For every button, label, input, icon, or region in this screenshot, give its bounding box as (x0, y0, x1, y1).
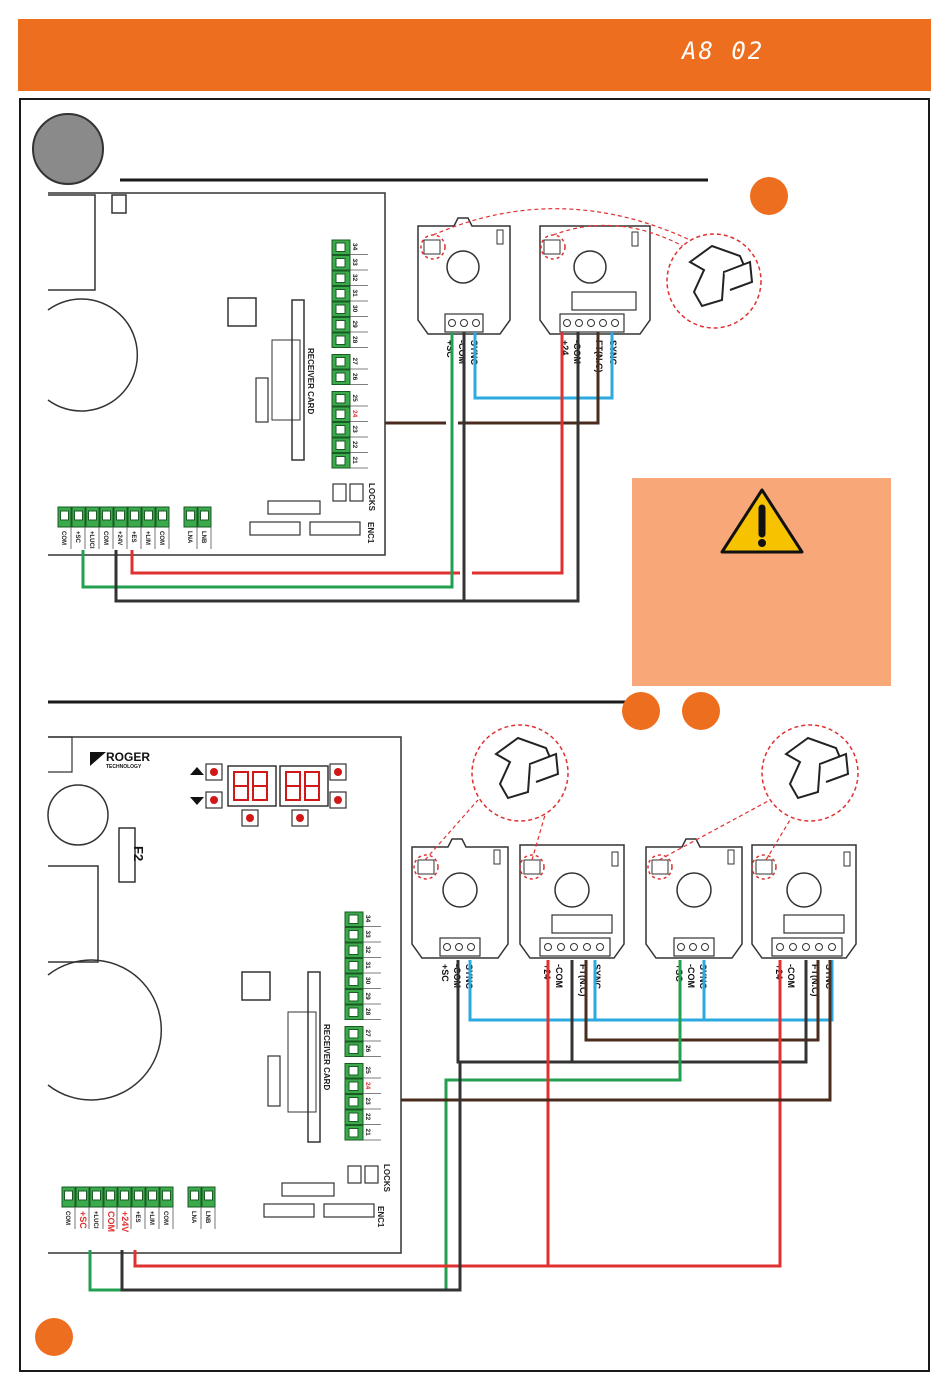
top-wiring (81, 332, 614, 603)
terminal-label-21: 21 (351, 457, 358, 465)
step-marker-b1 (622, 692, 660, 730)
bottom-terminal-label-2: +LUCI (92, 1211, 98, 1229)
terminal-label-24: 24 (364, 1082, 371, 1090)
step-marker-b2 (682, 692, 720, 730)
rx-1-com: -COM (554, 964, 564, 988)
top-rx-24: +24 (560, 340, 570, 355)
tx-2-com: -COM (686, 964, 696, 988)
bottom-terminal-label-4: +24V (120, 1211, 130, 1232)
bottom-terminal-label-2: +LUCI (88, 531, 94, 549)
terminal-label-23: 23 (351, 426, 358, 434)
bottom-terminal-label-6: +LIM (148, 1211, 154, 1225)
terminal-label-25: 25 (351, 395, 358, 403)
terminal-label-27: 27 (351, 358, 358, 366)
rx-2-ft: FT(N.C) (810, 964, 820, 997)
rx-1-sync: SYNC (592, 964, 602, 990)
bottom-terminal-label-7: COM (162, 1211, 168, 1225)
terminal-label-27: 27 (364, 1030, 371, 1038)
warning-box (632, 478, 891, 686)
bottom-terminal-label-0: COM (64, 1211, 70, 1225)
terminal-label-24: 24 (351, 410, 358, 418)
terminal-label-34: 34 (351, 243, 358, 251)
brand-sub: TECHNOLOGY (106, 764, 142, 770)
terminal-label-23: 23 (364, 1098, 371, 1106)
terminal-label-32: 32 (351, 274, 358, 282)
rx-2-com: -COM (786, 964, 796, 988)
bottom-terminal-label-7: COM (158, 531, 164, 545)
bottom-wiring (88, 960, 834, 1292)
terminal-label-28: 28 (364, 1008, 371, 1016)
top-enc-label: ENC1 (366, 522, 375, 544)
bottom-jumper-callout-left (424, 724, 569, 861)
top-locks-label: LOCKS (367, 483, 376, 512)
bottom-terminal-label-0: COM (60, 531, 66, 545)
terminal-label-29: 29 (364, 993, 371, 1001)
top-right-terminal-block: 34 33 32 31 30 29 28 27 26 25 24 23 22 21 (331, 239, 368, 469)
top-jumper-callout (432, 208, 762, 329)
terminal-label-26: 26 (364, 1045, 371, 1053)
header-bar: A8 02 (18, 19, 931, 91)
terminal-label-29: 29 (351, 321, 358, 329)
terminal-label-26: 26 (351, 373, 358, 381)
terminal-label-31: 31 (351, 290, 358, 298)
terminal-label-22: 22 (364, 1113, 371, 1121)
top-tx-sc: +SC (445, 340, 455, 358)
section-marker-grey (32, 113, 104, 185)
top-receiver-label: RECEIVER CARD (306, 348, 315, 414)
terminal-label-25: 25 (364, 1067, 371, 1075)
terminal-label-34: 34 (364, 915, 371, 923)
terminal-label-28: 28 (351, 336, 358, 344)
bottom-terminal-label-9: LNB (204, 1211, 210, 1224)
bottom-terminal-label-6: +LIM (144, 531, 150, 545)
terminal-label-32: 32 (364, 946, 371, 954)
terminal-label-30: 30 (364, 977, 371, 985)
step-marker-bottom (35, 1318, 73, 1356)
bottom-terminal-label-8: LNA (190, 1211, 196, 1224)
bottom-terminal-label-9: LNB (200, 531, 206, 544)
bottom-terminal-label-3: COM (102, 531, 108, 545)
bottom-enc-label: ENC1 (376, 1206, 385, 1228)
terminal-label-33: 33 (364, 931, 371, 939)
bottom-locks-label: LOCKS (382, 1164, 391, 1193)
bottom-bottom-terminal-block: COM +SC +LUCI COM +24V +ES +LIM COM LNA LNB (61, 1186, 216, 1232)
bottom-receiver-label: RECEIVER CARD (322, 1024, 331, 1090)
terminal-label-33: 33 (351, 259, 358, 267)
bottom-terminal-label-1: +SC (74, 531, 80, 544)
bottom-jumper-callout-right (658, 724, 859, 861)
bottom-terminal-label-4: +24V (116, 531, 122, 545)
bottom-right-terminal-block: 34 33 32 31 30 29 28 27 26 25 24 23 22 21 (344, 911, 381, 1141)
bottom-terminal-label-1: +SC (78, 1211, 88, 1229)
bottom-terminal-label-5: +ES (134, 1211, 140, 1223)
bottom-terminal-label-8: LNA (186, 531, 192, 544)
top-bottom-terminal-block: COM +SC +LUCI COM +24V +ES +LIM COM LNA LNB (57, 506, 212, 549)
tx-1-sc: +SC (440, 964, 450, 982)
page-frame (19, 98, 930, 1372)
top-control-board: RECEIVER CARD 34 33 32 31 30 29 28 27 26 25 24 23 22… (47, 192, 386, 556)
bottom-terminal-label-5: +ES (130, 531, 136, 543)
page-code: A8 02 (682, 37, 765, 65)
top-photocell-tx: +SC -COM SYNC (417, 217, 511, 366)
rx-1-ft: FT(N.C) (578, 964, 588, 997)
brand-name: ROGER (106, 750, 150, 764)
terminal-label-30: 30 (351, 305, 358, 313)
terminal-label-21: 21 (364, 1129, 371, 1137)
terminal-label-22: 22 (351, 441, 358, 449)
top-tx-com: -COM (457, 340, 467, 364)
step-marker-top (750, 177, 788, 215)
fuse-label: F2 (131, 846, 146, 861)
terminal-label-31: 31 (364, 962, 371, 970)
bottom-control-board: F2 ROGER TECHNOLOGY RECEIVER CARD 34 33 32… (47, 736, 402, 1254)
top-photocell-rx: +24 -COM FT(N.C) SYNC (539, 225, 651, 373)
bottom-terminal-label-3: COM (106, 1211, 116, 1232)
